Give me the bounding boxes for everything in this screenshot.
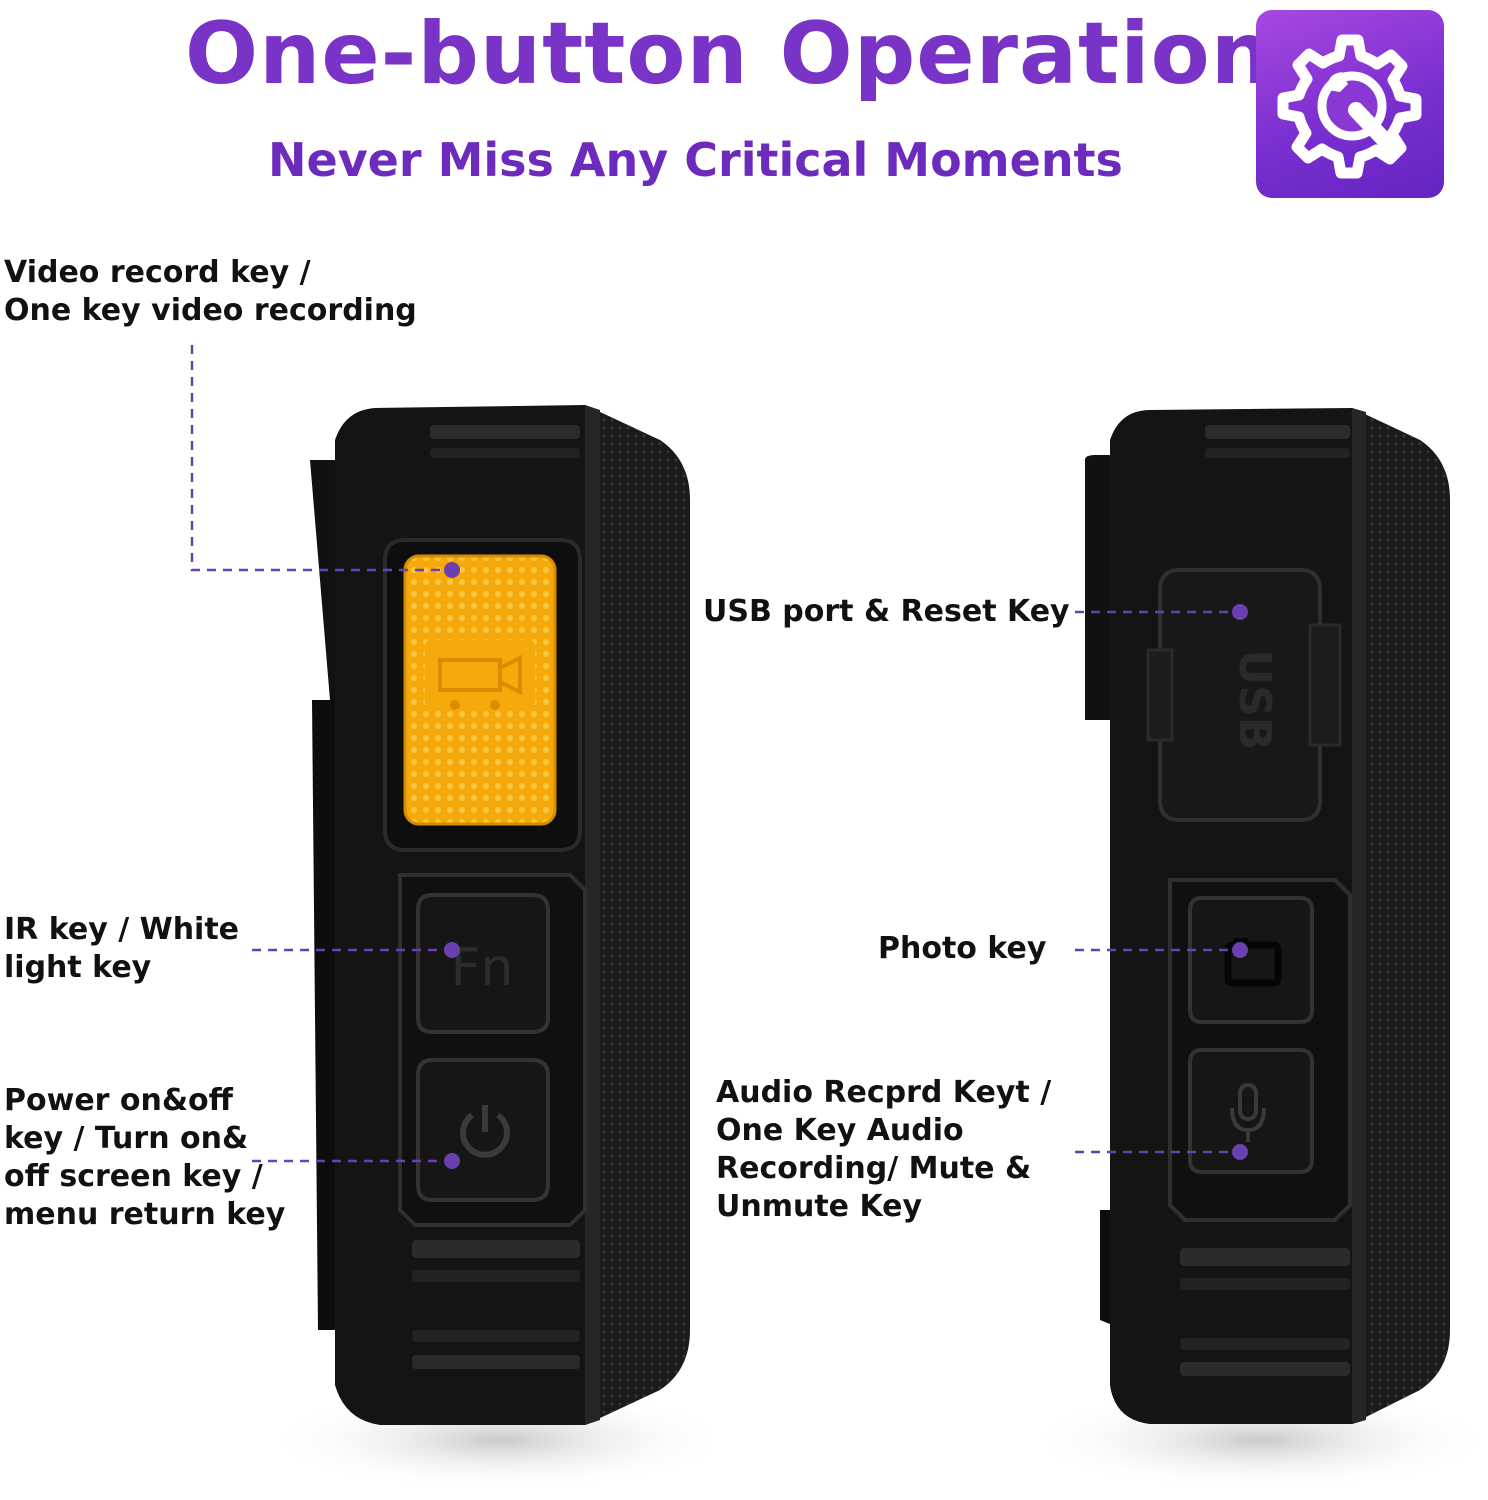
usb-cover-text: USB xyxy=(1229,650,1280,751)
left-device: Fn xyxy=(310,405,690,1425)
ir-key-label: IR key / White light key xyxy=(4,912,240,985)
settings-badge xyxy=(1256,10,1444,198)
power-icon xyxy=(460,1105,510,1158)
right-device: USB xyxy=(1085,408,1450,1424)
microphone-icon xyxy=(1230,1083,1266,1142)
usb-port-cover[interactable] xyxy=(1158,568,1322,822)
photo-key-label: Photo key xyxy=(878,931,1047,966)
photo-key[interactable] xyxy=(1188,896,1314,1024)
camera-icon xyxy=(1224,938,1282,987)
power-key-label: Power on&off key / Turn on& off screen k… xyxy=(4,1083,286,1232)
usb-port-label: USB port & Reset Key xyxy=(703,594,1070,629)
audio-key-label: Audio Recprd Keyt / One Key Audio Record… xyxy=(716,1075,1052,1224)
gear-wrench-icon xyxy=(1277,34,1422,179)
audio-key[interactable] xyxy=(1188,1048,1314,1174)
page-title: One-button Operation xyxy=(185,4,1273,104)
callout-lines xyxy=(190,345,1240,1163)
callout-dots xyxy=(444,562,1248,1169)
fn-ir-key[interactable] xyxy=(416,893,550,1034)
video-record-label: Video record key / One key video recordi… xyxy=(4,255,417,328)
page-subtitle: Never Miss Any Critical Moments xyxy=(268,133,1123,187)
fn-key-text: Fn xyxy=(451,938,514,998)
